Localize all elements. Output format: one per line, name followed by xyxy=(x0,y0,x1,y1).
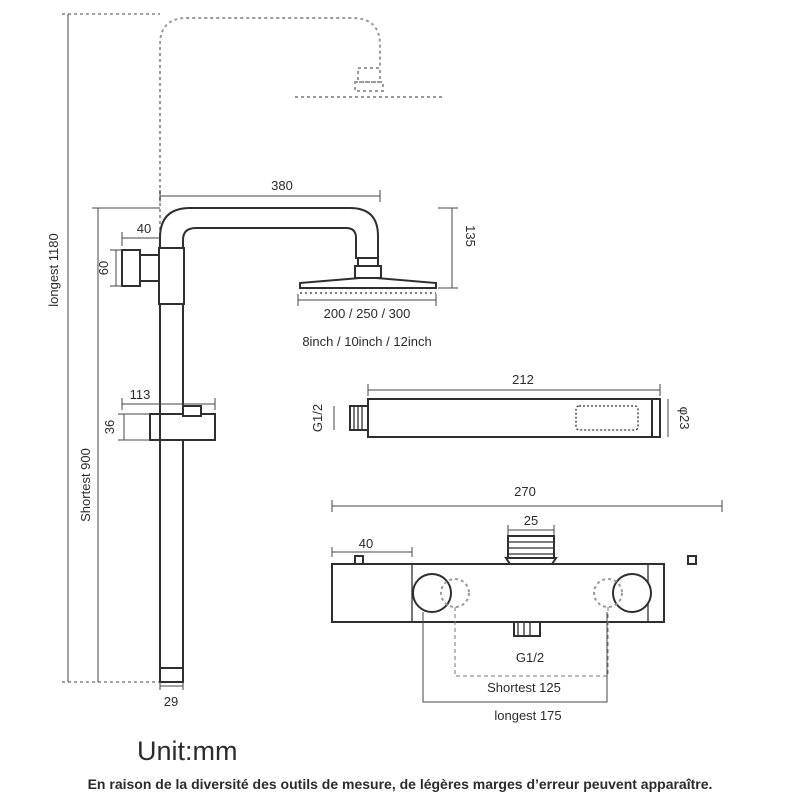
valve-side-label: 40 xyxy=(359,536,373,551)
rain-shower-head xyxy=(299,257,437,294)
valve-inlet-thread-label: G1/2 xyxy=(516,650,544,665)
thermostatic-valve: 270 25 40 G1/2 Shortest 125 longest 175 xyxy=(331,484,723,723)
hand-shower: 212 G1/2 φ23 xyxy=(310,372,692,438)
rail-shortest-label: Shortest 900 xyxy=(78,448,93,522)
rail-longest-label: longest 1180 xyxy=(46,233,61,307)
valve-outlet-label: 25 xyxy=(524,513,538,528)
extended-rail-ghost xyxy=(159,17,445,680)
bracket-width-label: 40 xyxy=(137,221,151,236)
rail-base-label: 29 xyxy=(164,694,178,709)
holder-width-label: 113 xyxy=(130,387,151,402)
centers-shortest-label: Shortest 125 xyxy=(487,680,561,695)
handshower-thread-label: G1/2 xyxy=(310,404,325,432)
rail-dimensions: longest 1180 Shortest 900 380 40 60 135 … xyxy=(46,13,478,709)
arm-length-label: 380 xyxy=(271,178,293,193)
holder-height-label: 36 xyxy=(102,420,117,434)
centers-longest-label: longest 175 xyxy=(494,708,561,723)
head-sizes-mm-label: 200 / 250 / 300 xyxy=(324,306,411,321)
handshower-diameter-label: φ23 xyxy=(677,407,692,430)
head-sizes-inch-label: 8inch / 10inch / 12inch xyxy=(302,334,431,349)
handshower-length-label: 212 xyxy=(512,372,534,387)
measurement-note: En raison de la diversité des outils de … xyxy=(88,776,713,792)
bracket-height-label: 60 xyxy=(96,261,111,275)
unit-label: Unit:mm xyxy=(137,736,238,766)
hand-shower-holder xyxy=(149,405,216,441)
head-drop-label: 135 xyxy=(463,225,478,247)
wall-bracket xyxy=(121,249,160,287)
valve-width-label: 270 xyxy=(514,484,536,499)
